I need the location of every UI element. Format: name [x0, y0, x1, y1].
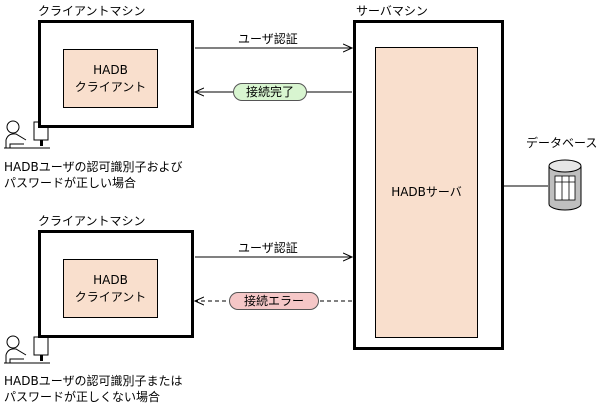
user-caption-2a: HADBユーザの認可識別子または — [4, 374, 183, 388]
server-name: HADBサーバ — [391, 185, 462, 199]
auth-request-label-2: ユーザ認証 — [238, 241, 298, 255]
client-label-line1: HADB — [93, 272, 128, 287]
client-box-2: HADB クライアント — [63, 259, 158, 318]
user-caption-1a: HADBユーザの認可識別子および — [4, 160, 183, 174]
auth-request-label-1: ユーザ認証 — [238, 32, 298, 46]
client-box-face-2: HADB クライアント — [63, 259, 158, 318]
user-caption-1b: パスワードが正しい場合 — [4, 176, 137, 190]
client-box-1: HADB クライアント — [63, 49, 158, 108]
client-label-line1: HADB — [93, 62, 128, 77]
database-icon — [548, 159, 582, 211]
result-badge-2: 接続エラー — [229, 292, 319, 310]
client-box-face-1: HADB クライアント — [63, 49, 158, 108]
server-box-face: HADBサーバ — [375, 47, 478, 338]
server-machine-label: サーバマシン — [356, 4, 428, 18]
client-machine-label-2: クライアントマシン — [38, 214, 146, 228]
user-icon-2 — [4, 335, 50, 364]
user-caption-2b: パスワードが正しくない場合 — [4, 390, 161, 404]
result-badge-1: 接続完了 — [233, 83, 307, 101]
database-label: データベース — [526, 136, 598, 150]
client-label-line2: クライアント — [74, 79, 147, 94]
client-machine-label-1: クライアントマシン — [38, 4, 146, 18]
server-box: HADBサーバ — [375, 47, 478, 338]
client-label-line2: クライアント — [74, 289, 147, 304]
